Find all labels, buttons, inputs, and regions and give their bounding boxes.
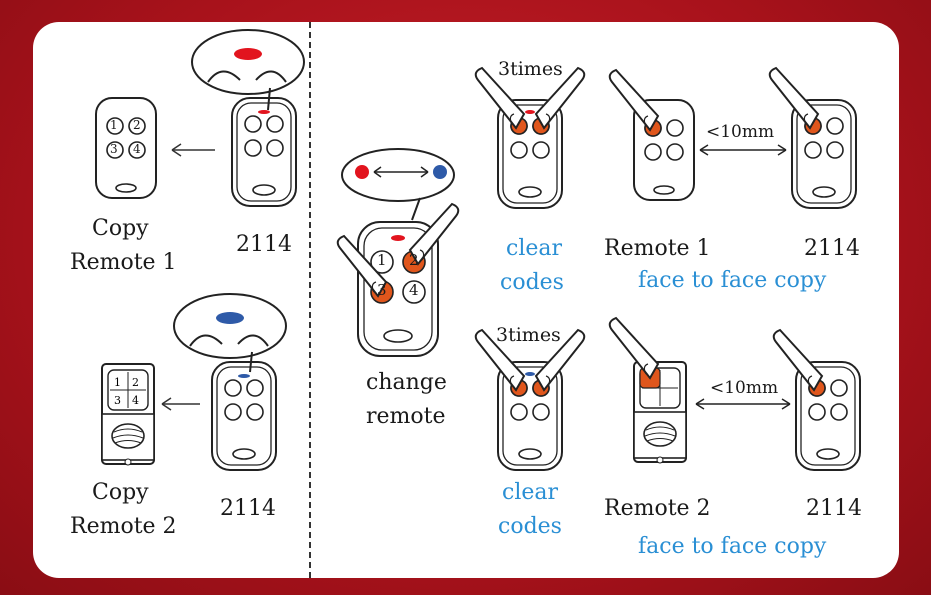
- center-btn-3: 3: [377, 281, 387, 299]
- model-label-row2-left: 2114: [220, 496, 276, 521]
- model-label-row1-left: 2114: [236, 232, 292, 257]
- remote2-button-3: 3: [114, 394, 121, 407]
- remote-2-face-copy: [633, 361, 687, 464]
- remote2-button-2: 2: [132, 376, 139, 389]
- remote1-label-left: Remote 1: [70, 250, 177, 275]
- instruction-card: [33, 22, 899, 578]
- codes-label-row1: codes: [500, 270, 564, 295]
- model-label-row2-right: 2114: [806, 496, 862, 521]
- distance-label-row1: <10mm: [706, 122, 775, 142]
- times-label-row2: 3times: [496, 324, 561, 346]
- codes-label-row2: codes: [498, 514, 562, 539]
- led-change-bubble: [341, 148, 455, 221]
- led-callout-bubble-red: [191, 29, 305, 111]
- center-btn-4: 4: [409, 281, 419, 299]
- model-label-row1-right: 2114: [804, 236, 860, 261]
- times-label-row1: 3times: [498, 58, 563, 80]
- remote1-btn-3: 3: [110, 142, 118, 156]
- remote-2114-row2: [211, 361, 277, 471]
- center-btn-1: 1: [377, 251, 387, 269]
- remote1-label-right: Remote 1: [604, 236, 711, 261]
- remote1-btn-4: 4: [133, 142, 141, 156]
- remote1-btn-1: 1: [110, 118, 118, 132]
- remote2-label-left: Remote 2: [70, 514, 177, 539]
- remote1-btn-2: 2: [133, 118, 141, 132]
- remote2-button-4: 4: [132, 394, 139, 407]
- face-copy-label-row1: face to face copy: [638, 268, 827, 293]
- led-callout-bubble-blue: [173, 293, 287, 373]
- center-btn-2: 2: [409, 251, 419, 269]
- remote-1-copy-target: [95, 97, 157, 199]
- remote2-button-1: 1: [114, 376, 121, 389]
- dashed-divider: [309, 22, 311, 578]
- clear-label-row1: clear: [506, 236, 563, 261]
- clear-label-row2: clear: [502, 480, 559, 505]
- copy-label-row2: Copy: [92, 480, 149, 505]
- remote-label-center: remote: [366, 404, 446, 429]
- copy-label-row1: Copy: [92, 216, 149, 241]
- distance-label-row2: <10mm: [710, 378, 779, 398]
- change-label: change: [366, 370, 447, 395]
- remote-2-copy-target: 1 2 3 4: [101, 363, 155, 466]
- remote2-label-right: Remote 2: [604, 496, 711, 521]
- remote-2114-row1: [231, 97, 297, 207]
- face-copy-label-row2: face to face copy: [638, 534, 827, 559]
